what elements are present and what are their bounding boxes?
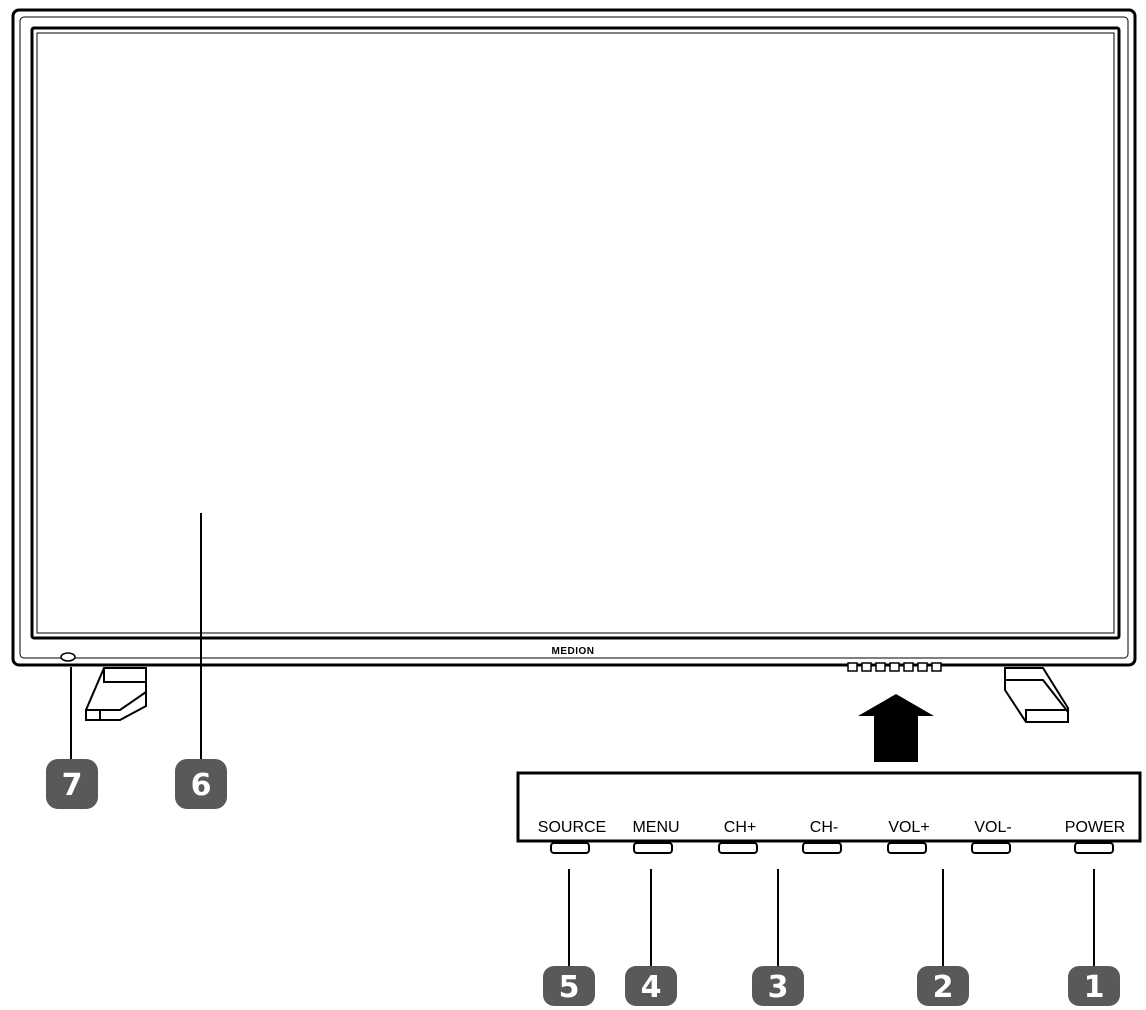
label-vol-plus: VOL+: [888, 819, 929, 836]
label-power: POWER: [1065, 819, 1125, 836]
svg-text:6: 6: [191, 768, 212, 803]
menu-button: [633, 842, 673, 854]
callout-3: 3: [752, 966, 804, 1006]
panel-physical-buttons: [550, 842, 1114, 854]
label-vol-minus: VOL-: [974, 819, 1011, 836]
stand-foot-right: [1004, 667, 1069, 723]
callout-5: 5: [543, 966, 595, 1006]
stand-foot-left: [85, 667, 147, 721]
callout-1: 1: [1068, 966, 1120, 1006]
up-arrow-icon: [858, 694, 934, 762]
callout-6: 6: [175, 759, 227, 809]
tv-frame: MEDION: [11, 8, 1137, 672]
callout-7: 7: [46, 759, 98, 809]
callout-2: 2: [917, 966, 969, 1006]
vol-minus-button: [971, 842, 1011, 854]
ch-minus-button: [802, 842, 842, 854]
label-ch-minus: CH-: [810, 819, 838, 836]
leader-lines: [70, 513, 1095, 968]
power-button: [1074, 842, 1114, 854]
control-panel-box: [516, 771, 1142, 843]
label-ch-plus: CH+: [724, 819, 756, 836]
svg-text:1: 1: [1084, 970, 1105, 1005]
bezel-button-nubs: [847, 662, 942, 672]
label-menu: MENU: [632, 819, 679, 836]
label-source: SOURCE: [538, 819, 606, 836]
svg-text:4: 4: [641, 970, 662, 1005]
svg-text:2: 2: [933, 970, 954, 1005]
brand-logo: MEDION: [552, 646, 595, 657]
ch-plus-button: [718, 842, 758, 854]
vol-plus-button: [887, 842, 927, 854]
panel-button-labels: SOURCE MENU CH+ CH- VOL+ VOL- POWER: [538, 819, 1125, 836]
svg-text:7: 7: [62, 768, 83, 803]
svg-text:5: 5: [559, 970, 580, 1005]
svg-text:3: 3: [768, 970, 789, 1005]
ir-sensor-icon: [60, 652, 76, 662]
callout-4: 4: [625, 966, 677, 1006]
source-button: [550, 842, 590, 854]
tv-screen: [30, 26, 1121, 640]
